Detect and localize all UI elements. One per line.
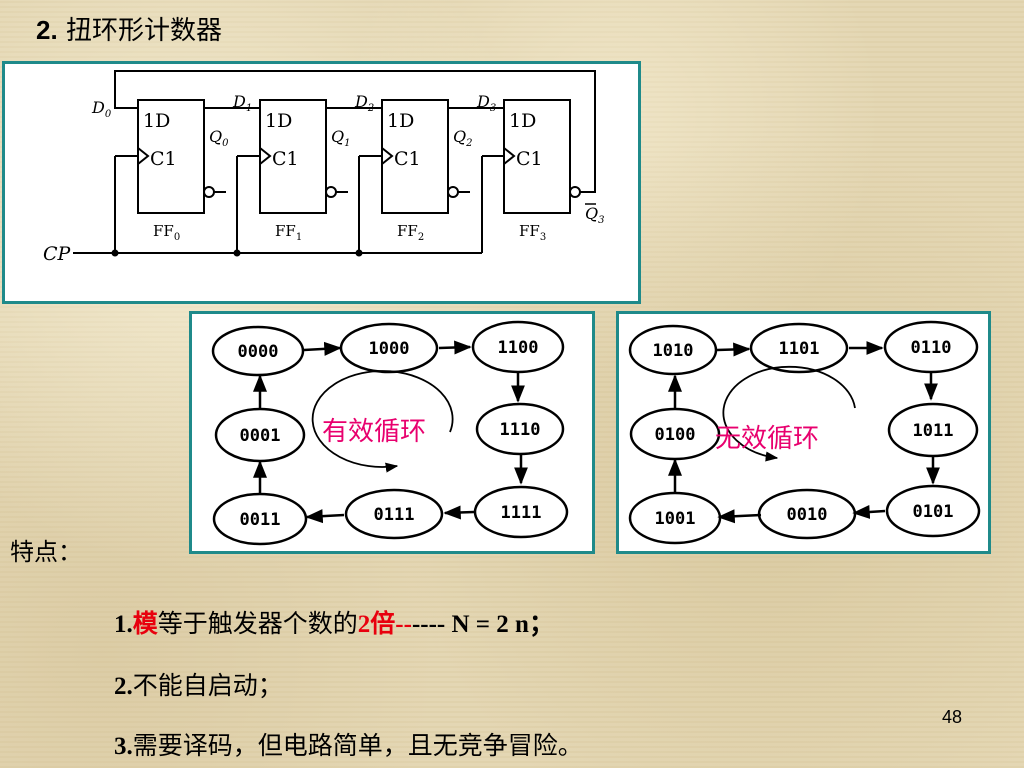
- d2-label: D2: [354, 92, 374, 114]
- ff1-clk-label: C1: [272, 148, 299, 170]
- valid-state-7: 0001: [240, 426, 281, 446]
- invalid-state-7: 0100: [655, 425, 696, 445]
- junction-dot: [233, 249, 241, 257]
- d3-label: D3: [476, 92, 496, 114]
- feature-1-number: 1.: [114, 611, 133, 638]
- feature-1-highlight-a: 模: [132, 611, 158, 638]
- q3-bar-label: Q3: [585, 204, 605, 226]
- page-number: 48: [942, 707, 963, 727]
- state-node: [344, 488, 444, 540]
- state-node: [887, 402, 979, 458]
- state-node: [628, 491, 722, 545]
- feature-1-text-b: ---- N = 2 n；: [411, 611, 554, 638]
- state-node: [475, 402, 565, 456]
- invalid-cycle-panel: 1010 1101 0110 1011 0101 0010 1001 0100 …: [616, 311, 991, 554]
- clock-label: CP: [43, 243, 72, 265]
- flip-flop-ff3: 1D C1 FF3: [481, 99, 592, 253]
- valid-state-2: 1100: [498, 338, 539, 358]
- state-node: [339, 322, 439, 374]
- state-node: [885, 484, 981, 538]
- valid-cycle-panel: 0000 1000 1100 1110 1111 0111 0011 0001 …: [189, 311, 595, 554]
- ff1-name: FF1: [275, 222, 302, 243]
- ff2-clk-label: C1: [394, 148, 421, 170]
- feature-2: 2.不能自启动；: [114, 666, 283, 702]
- invalid-state-3: 1011: [913, 421, 954, 441]
- d0-label: D0: [91, 98, 112, 120]
- feature-2-text: 不能自启动；: [132, 673, 283, 700]
- flip-flop-ff0: 1D C1 FF0 D0: [91, 98, 226, 253]
- state-node: [212, 492, 308, 546]
- features-label: 特点：: [10, 538, 82, 566]
- invalid-state-1: 1101: [779, 339, 820, 359]
- feature-2-number: 2.: [114, 673, 133, 700]
- ff0-clk-label: C1: [150, 148, 177, 170]
- ff2-name: FF2: [397, 222, 424, 243]
- circuit-diagram-panel: CP 1D C1 FF0 D0 Q0 D1 1D C1 FF1: [2, 61, 641, 304]
- valid-state-4: 1111: [501, 503, 542, 523]
- state-node: [628, 324, 718, 376]
- invalid-state-2: 0110: [911, 338, 952, 358]
- invalid-cycle-label: 无效循环: [715, 424, 819, 454]
- state-node: [883, 320, 979, 374]
- valid-state-3: 1110: [500, 420, 541, 440]
- circuit-diagram: CP 1D C1 FF0 D0 Q0 D1 1D C1 FF1: [43, 70, 605, 265]
- state-node: [473, 485, 569, 539]
- ff3-name: FF3: [519, 222, 546, 243]
- invalid-state-5: 0010: [787, 505, 828, 525]
- q1-label: Q1: [331, 127, 351, 149]
- valid-state-6: 0011: [240, 510, 281, 530]
- d1-label: D1: [232, 92, 252, 114]
- valid-cycle-label: 有效循环: [322, 417, 426, 447]
- valid-state-0: 0000: [238, 342, 279, 362]
- ff3-d-label: 1D: [509, 110, 536, 132]
- ff1-d-label: 1D: [265, 110, 292, 132]
- junction-dot: [355, 249, 363, 257]
- flip-flop-ff2: 1D C1 FF2: [358, 99, 470, 253]
- feature-1-text-a: 等于触发器个数的: [157, 611, 358, 638]
- feature-3-number: 3.: [114, 733, 133, 760]
- state-node: [471, 320, 565, 374]
- invalid-state-6: 1001: [655, 509, 696, 529]
- feature-3-text: 需要译码，但电路简单，且无竞争冒险。: [132, 733, 583, 760]
- valid-state-1: 1000: [369, 339, 410, 359]
- ff2-d-label: 1D: [387, 110, 414, 132]
- junction-dot: [111, 249, 119, 257]
- state-node: [214, 407, 306, 463]
- title-text: 扭环形计数器: [65, 16, 222, 46]
- feature-3: 3.需要译码，但电路简单，且无竞争冒险。: [114, 726, 583, 762]
- state-node: [211, 325, 305, 377]
- feedback-wire: [114, 70, 596, 193]
- state-node: [749, 322, 849, 374]
- feature-1: 1.模等于触发器个数的2倍------ N = 2 n；: [114, 604, 554, 640]
- title-number: 2.: [36, 15, 58, 45]
- state-node: [629, 407, 721, 461]
- ff0-name: FF0: [153, 222, 180, 243]
- invalid-state-4: 0101: [913, 502, 954, 522]
- invalid-state-0: 1010: [653, 341, 694, 361]
- ff3-clk-label: C1: [516, 148, 543, 170]
- q0-label: Q0: [209, 127, 229, 149]
- flip-flop-ff1: 1D C1 FF1: [236, 99, 348, 253]
- feature-1-highlight-b: 2倍--: [357, 611, 412, 638]
- ff0-d-label: 1D: [143, 110, 170, 132]
- state-node: [757, 488, 857, 540]
- slide-title: 2. 扭环形计数器: [36, 10, 222, 47]
- valid-state-5: 0111: [374, 505, 415, 525]
- q2-label: Q2: [453, 127, 473, 149]
